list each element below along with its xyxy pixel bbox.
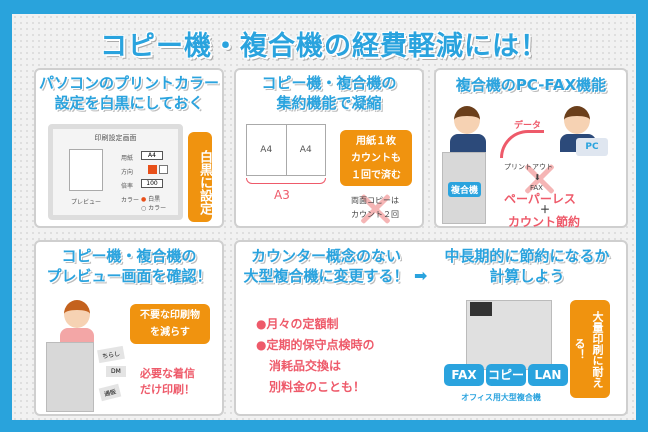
- bullet-item: ●月々の定額制: [256, 317, 339, 331]
- arrow-data-icon: [500, 130, 544, 158]
- panel-heading: プレビュー画面を確認！: [46, 267, 212, 285]
- preview-label: プレビュー: [71, 199, 102, 206]
- result-count: カウント節約: [508, 215, 581, 229]
- bullet-item: 消耗品交換は: [269, 359, 342, 373]
- panel-heading: 大型複合機に変更する！: [243, 267, 409, 285]
- paper-dm: DM: [106, 366, 126, 377]
- plus-icon: ＋: [540, 205, 550, 216]
- callout-line: １回で済む: [351, 170, 401, 181]
- scale-input[interactable]: 100: [141, 179, 163, 188]
- mfp-screen-icon: [470, 302, 492, 316]
- note-print: 必要な着信 だけ印刷！: [140, 366, 195, 398]
- panel-heading: 集約機能で凝縮: [276, 94, 382, 112]
- feature-copy: コピー: [486, 364, 526, 386]
- direction-label: 方向: [121, 169, 134, 176]
- panel-heading: 計算しよう: [489, 267, 565, 285]
- panel-pcfax: 複合機のPC-FAX機能 複合機 データ PC プリントアウト ⬇ FAX ペー…: [434, 68, 628, 229]
- person-receiver-icon: [564, 106, 590, 134]
- person-sender-body: [450, 134, 486, 152]
- callout-bw: 白黒に設定: [188, 132, 212, 222]
- mfp-label: 複合機: [448, 182, 482, 197]
- printout-label: プリントアウト: [504, 163, 553, 171]
- bullet-list: ●月々の定額制 ●定期的保守点検時の 消耗品交換は 別料金のことも！: [256, 314, 374, 398]
- brace-icon: [246, 178, 326, 184]
- radio-bw[interactable]: ● 白黒: [141, 196, 161, 203]
- scale-label: 倍率: [121, 183, 134, 190]
- feature-lan: LAN: [528, 364, 568, 386]
- panel-heading: カウンター概念のない: [250, 247, 401, 265]
- mfp-caption: オフィス用大型複合機: [461, 393, 541, 402]
- data-label: データ: [514, 121, 542, 131]
- callout-reduce: 不要な印刷物 を減らす: [130, 304, 210, 344]
- duplex-line: カウント２回: [351, 210, 399, 219]
- arrow-right-icon: ➡: [414, 266, 428, 285]
- arrow-down-icon: ⬇: [534, 173, 541, 182]
- feature-fax: FAX: [444, 364, 484, 386]
- panel-heading: 中長期的に節約になるか: [444, 247, 610, 265]
- duplex-line: 両面コピーは: [351, 196, 399, 205]
- color-label: カラー: [121, 197, 140, 204]
- paper-catalog: 通販: [98, 383, 122, 402]
- panel-heading: 設定を白黒にしておく: [54, 94, 204, 112]
- result-paperless: ペーパーレス: [504, 192, 576, 206]
- person-sender-icon: [454, 106, 480, 134]
- paper-select[interactable]: A4: [141, 151, 163, 160]
- direction-landscape[interactable]: [159, 165, 168, 174]
- duplex-note: 両面コピーは カウント２回: [342, 194, 408, 222]
- a3-sheet: A4 A4: [246, 124, 326, 176]
- panel-preview: コピー機・複合機の プレビュー画面を確認！ 不要な印刷物 を減らす ちらし DM…: [34, 240, 224, 416]
- panel-large-mfp: カウンター概念のない 大型複合機に変更する！ ➡ 中長期的に節約になるか 計算し…: [234, 240, 628, 416]
- preview-box: [69, 149, 103, 191]
- callout-line: 不要な印刷物: [140, 310, 200, 321]
- callout-line: を減らす: [150, 327, 190, 338]
- note-line: 必要な着信: [140, 367, 195, 380]
- callout-count: 用紙１枚 カウントも １回で済む: [340, 130, 412, 186]
- note-line: だけ印刷！: [140, 383, 195, 396]
- callout-volume: 大量印刷に耐える！: [570, 300, 610, 398]
- woman-icon: [64, 300, 90, 328]
- bullet-item: 別料金のことも！: [269, 380, 366, 394]
- callout-line: 用紙１枚: [356, 136, 396, 147]
- page-a4-right: A4: [299, 145, 312, 155]
- print-dialog: 印刷設定画面 プレビュー 用紙 A4 方向 倍率 100 カラー ● 白黒 ○ …: [48, 124, 183, 220]
- fax-label: FAX: [530, 184, 543, 192]
- page-title: コピー機・複合機の経費軽減には！: [100, 31, 548, 62]
- radio-color-label: カラー: [148, 205, 167, 212]
- dialog-title: 印刷設定画面: [94, 134, 137, 142]
- panel-heading: パソコンのプリントカラー: [38, 74, 219, 92]
- panel-nup: コピー機・複合機の 集約機能で凝縮 A4 A4 A3 用紙１枚 カウントも １回…: [234, 68, 424, 228]
- page-a4-left: A4: [247, 125, 287, 175]
- copier-icon: [46, 342, 94, 412]
- panel-heading: コピー機・複合機の: [261, 74, 397, 92]
- paper-flyer: ちらし: [97, 345, 125, 364]
- paper-label: 用紙: [121, 155, 134, 162]
- direction-portrait[interactable]: [148, 165, 157, 174]
- panel-heading: 複合機のPC-FAX機能: [455, 76, 607, 94]
- woman-body: [60, 328, 94, 342]
- callout-line: カウントも: [351, 153, 401, 164]
- radio-bw-label: 白黒: [148, 196, 161, 203]
- bullet-item: ●定期的保守点検時の: [256, 338, 375, 352]
- panel-heading: コピー機・複合機の: [61, 247, 197, 265]
- pc-icon: PC: [576, 138, 608, 156]
- a3-label: A3: [274, 188, 290, 202]
- radio-color[interactable]: ○ カラー: [141, 205, 167, 212]
- panel-print-color: パソコンのプリントカラー 設定を白黒にしておく 印刷設定画面 プレビュー 用紙 …: [34, 68, 224, 228]
